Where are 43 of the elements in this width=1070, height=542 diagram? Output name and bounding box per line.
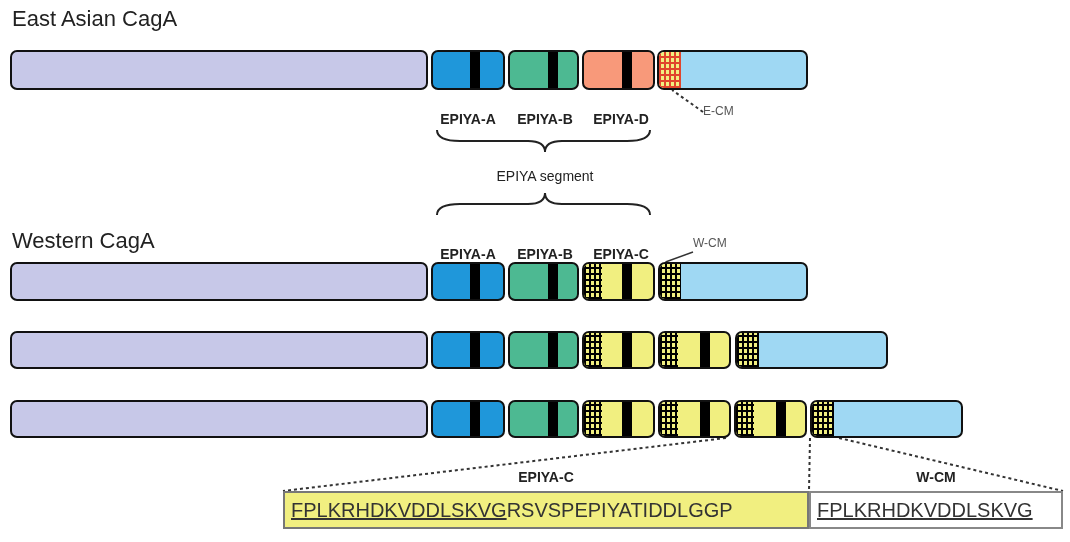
domain-segment	[431, 331, 505, 369]
domain-segment	[508, 50, 579, 90]
sequence-text: FPLKRHDKVDDLSKVG	[817, 498, 1033, 522]
zoom-guide-line	[808, 437, 811, 492]
row-title: East Asian CagA	[12, 6, 178, 32]
domain-segment	[10, 262, 428, 301]
motif-heading: W-CM	[916, 469, 956, 485]
segment-label: EPIYA segment	[496, 168, 594, 184]
motif-label: EPIYA-B	[517, 111, 573, 127]
domain-segment	[10, 50, 428, 90]
motif-segment	[658, 262, 808, 301]
motif-label: EPIYA-A	[440, 111, 496, 127]
motif-segment	[657, 50, 808, 90]
domain-segment	[10, 400, 428, 438]
motif-label: EPIYA-D	[593, 111, 649, 127]
zoom-guide-line	[838, 437, 1064, 492]
domain-segment	[658, 331, 731, 369]
domain-segment	[431, 262, 505, 301]
domain-segment	[508, 331, 579, 369]
domain-segment	[582, 262, 655, 301]
domain-segment	[658, 400, 731, 438]
motif-segment	[810, 400, 963, 438]
motif-label: EPIYA-B	[517, 246, 573, 262]
motif-label: EPIYA-A	[440, 246, 496, 262]
zoom-guide-line	[282, 437, 727, 492]
leader-line	[671, 89, 704, 113]
domain-segment	[582, 50, 655, 90]
leader-line	[664, 251, 694, 263]
motif-label: W-CM	[693, 236, 739, 252]
domain-segment	[508, 262, 579, 301]
domain-segment	[508, 400, 579, 438]
motif-segment	[735, 331, 888, 369]
domain-segment	[10, 331, 428, 369]
motif-label: E-CM	[703, 104, 749, 120]
domain-segment	[582, 400, 655, 438]
row-title: Western CagA	[12, 228, 155, 254]
domain-segment	[431, 400, 505, 438]
domain-segment	[582, 331, 655, 369]
motif-label: EPIYA-C	[593, 246, 649, 262]
motif-heading: EPIYA-C	[518, 469, 574, 485]
sequence-text: FPLKRHDKVDDLSKVGRSVSPEPIYATIDDLGGP	[291, 498, 733, 522]
domain-segment	[431, 50, 505, 90]
domain-segment	[734, 400, 807, 438]
